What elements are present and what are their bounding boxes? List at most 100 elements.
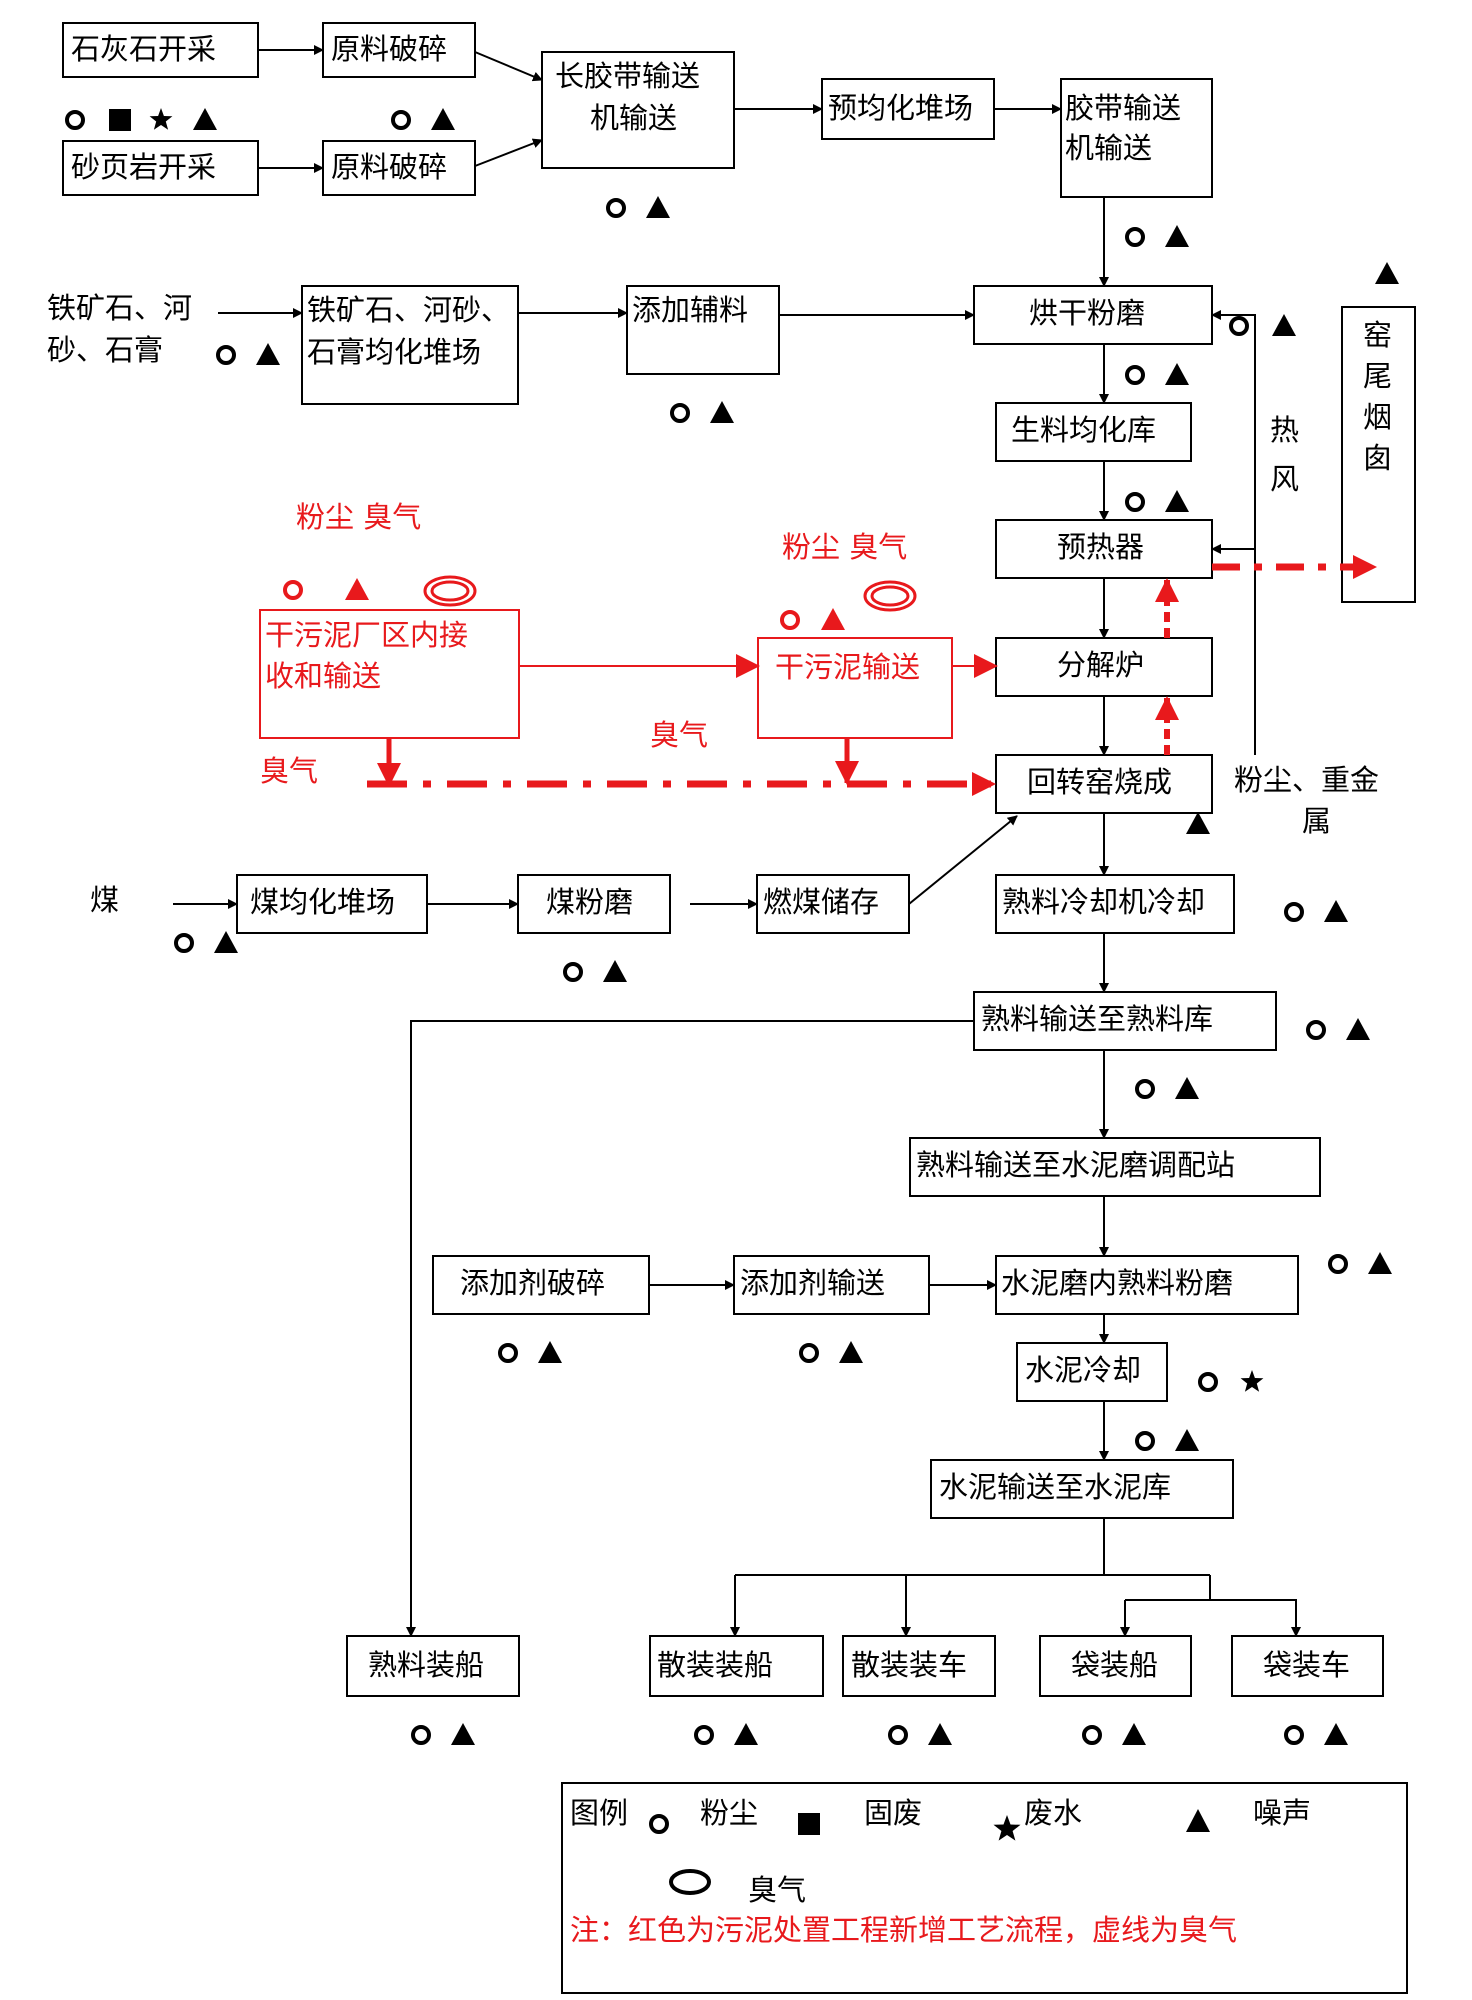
label-long-belt-2: 机输送 bbox=[590, 101, 677, 135]
label-chimney-2: 尾 bbox=[1363, 359, 1392, 393]
dust-icon bbox=[1328, 1254, 1348, 1274]
odor-icon bbox=[669, 1869, 711, 1895]
wastewater-icon bbox=[993, 1815, 1021, 1841]
label-cement-mill: 水泥磨内熟料粉磨 bbox=[1001, 1266, 1233, 1300]
dust-icon bbox=[799, 1343, 819, 1363]
label-rotary-kiln: 回转窑烧成 bbox=[1027, 765, 1172, 799]
noise-icon bbox=[214, 931, 238, 953]
noise-icon bbox=[1175, 1077, 1199, 1099]
noise-icon bbox=[1165, 363, 1189, 385]
noise-icon bbox=[1175, 1429, 1199, 1451]
noise-icon bbox=[839, 1341, 863, 1363]
odor-icon bbox=[423, 575, 477, 607]
noise-icon bbox=[710, 401, 734, 423]
legend-title: 图例 bbox=[570, 1796, 628, 1830]
box-iron-stockpile bbox=[301, 285, 519, 405]
dust-icon bbox=[498, 1343, 518, 1363]
noise-icon bbox=[646, 196, 670, 218]
label-sludge-receive-1: 干污泥厂区内接 bbox=[265, 618, 468, 652]
legend-dust-label: 粉尘 bbox=[700, 1796, 758, 1830]
dust-icon bbox=[888, 1725, 908, 1745]
noise-icon bbox=[1368, 1252, 1392, 1274]
label-cement-to-silo: 水泥输送至水泥库 bbox=[939, 1470, 1171, 1504]
dust-icon bbox=[174, 933, 194, 953]
label-clinker-cooler: 熟料冷却机冷却 bbox=[1002, 885, 1205, 919]
box-bag-ship bbox=[1039, 1635, 1192, 1697]
label-belt-conveyor-2: 机输送 bbox=[1065, 131, 1152, 165]
noise-icon bbox=[1186, 812, 1210, 834]
box-belt-conveyor bbox=[1060, 78, 1213, 198]
dust-icon bbox=[1082, 1725, 1102, 1745]
legend-symbols bbox=[649, 1809, 1210, 1895]
dust-icon bbox=[411, 1725, 431, 1745]
label-iron-stockpile-2: 石膏均化堆场 bbox=[307, 335, 481, 369]
label-iron-input-2: 砂、石膏 bbox=[47, 333, 163, 367]
dust-icon bbox=[1125, 492, 1145, 512]
dust-icon bbox=[1135, 1079, 1155, 1099]
dust-icon bbox=[649, 1814, 669, 1834]
label-odor-1: 臭气 bbox=[260, 754, 318, 788]
label-sludge-receive-2: 收和输送 bbox=[265, 659, 381, 693]
label-limestone-mining: 石灰石开采 bbox=[71, 32, 216, 66]
solid-waste-icon bbox=[109, 109, 131, 131]
label-long-belt-1: 长胶带输送 bbox=[555, 59, 700, 93]
label-raw-silo: 生料均化库 bbox=[1011, 413, 1156, 447]
label-dust-metal-2: 属 bbox=[1302, 804, 1331, 838]
label-additive-convey: 添加剂输送 bbox=[740, 1266, 885, 1300]
legend-noise-label: 噪声 bbox=[1253, 1796, 1311, 1830]
label-chimney-3: 烟 bbox=[1363, 400, 1392, 434]
solid-waste-icon bbox=[798, 1813, 820, 1835]
arrow-to-bag-truck bbox=[1210, 1599, 1301, 1637]
wastewater-icon bbox=[1240, 1370, 1264, 1392]
noise-icon bbox=[256, 343, 280, 365]
noise-icon bbox=[451, 1723, 475, 1745]
label-bulk-ship: 散装装船 bbox=[657, 1648, 773, 1682]
dust-icon bbox=[216, 345, 236, 365]
label-chimney-4: 囱 bbox=[1363, 441, 1392, 475]
line-bag-branch bbox=[1125, 1575, 1211, 1601]
dust-icon bbox=[606, 198, 626, 218]
label-sludge-convey: 干污泥输送 bbox=[775, 650, 920, 684]
dust-icon bbox=[563, 962, 583, 982]
label-belt-conveyor-1: 胶带输送 bbox=[1065, 91, 1181, 125]
dust-icon bbox=[1284, 1725, 1304, 1745]
arrow-clinker-silo-to-ship bbox=[406, 1020, 974, 1637]
box-clinker-ship bbox=[346, 1635, 520, 1697]
noise-icon bbox=[1165, 490, 1189, 512]
box-sludge-convey bbox=[757, 637, 953, 739]
label-iron-input-1: 铁矿石、河 bbox=[47, 291, 192, 325]
noise-icon bbox=[1122, 1723, 1146, 1745]
label-coal-storage: 燃煤储存 bbox=[763, 885, 879, 919]
dust-icon bbox=[1135, 1431, 1155, 1451]
arrow-crush2-to-belt bbox=[474, 138, 543, 167]
noise-icon bbox=[928, 1723, 952, 1745]
dust-icon bbox=[1284, 902, 1304, 922]
noise-icon bbox=[1272, 314, 1296, 336]
noise-icon bbox=[1324, 1723, 1348, 1745]
dust-icon bbox=[670, 403, 690, 423]
label-additive-crush: 添加剂破碎 bbox=[460, 1266, 605, 1300]
label-bulk-truck: 散装装车 bbox=[851, 1648, 967, 1682]
dust-icon bbox=[1229, 316, 1249, 336]
noise-icon bbox=[1165, 225, 1189, 247]
noise-icon bbox=[1346, 1018, 1370, 1040]
dust-icon bbox=[283, 580, 303, 600]
label-dust-odor-1: 粉尘 臭气 bbox=[296, 500, 421, 534]
box-add-aux bbox=[626, 285, 780, 375]
dust-icon bbox=[1125, 365, 1145, 385]
box-clinker-cooler bbox=[995, 874, 1235, 934]
arrow-crush1-to-belt bbox=[474, 51, 543, 82]
dust-icon bbox=[1306, 1020, 1326, 1040]
label-preheater: 预热器 bbox=[1057, 530, 1144, 564]
label-hot-air-2: 风 bbox=[1270, 462, 1299, 496]
arrow-hot-air-loop bbox=[1211, 310, 1256, 755]
noise-icon bbox=[603, 960, 627, 982]
label-odor-2: 臭气 bbox=[650, 718, 708, 752]
label-coal-stockpile: 煤均化堆场 bbox=[250, 885, 395, 919]
noise-icon bbox=[734, 1723, 758, 1745]
label-pre-homogenize: 预均化堆场 bbox=[828, 91, 973, 125]
noise-icon bbox=[1186, 1809, 1210, 1832]
legend-box bbox=[561, 1782, 1408, 1994]
dust-icon bbox=[1125, 227, 1145, 247]
